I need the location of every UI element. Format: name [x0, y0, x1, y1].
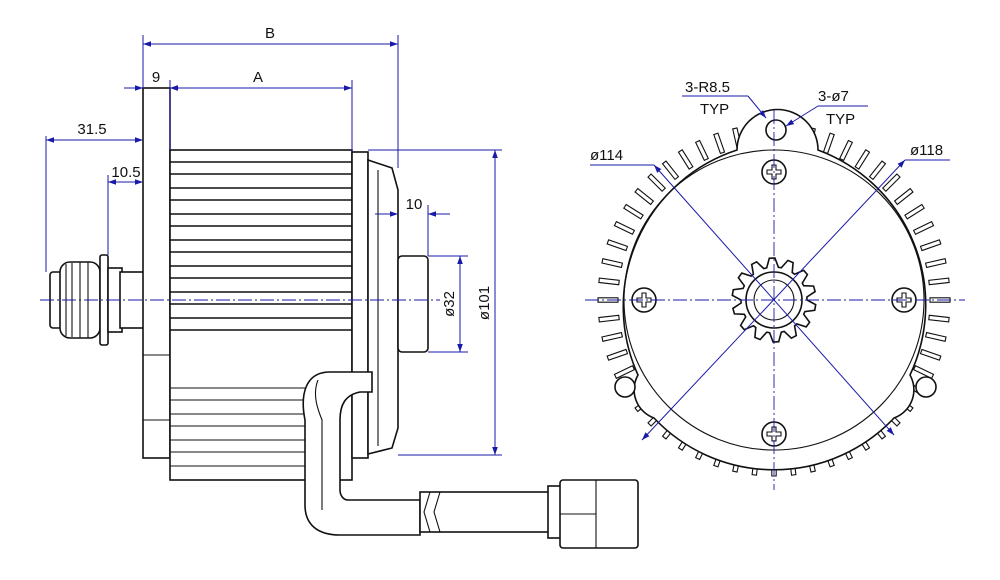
- mounting-flange: [142, 87, 171, 459]
- dimension-boss-diameter: ø32: [428, 255, 468, 353]
- cooling-fin: [822, 132, 835, 155]
- cooling-fin: [606, 348, 629, 361]
- cooling-fin: [613, 364, 636, 380]
- ear-radius-callout: 3-R8.5 TYP: [682, 79, 767, 119]
- cooling-fin: [597, 297, 619, 303]
- dimension-boss-diameter-label: ø32: [441, 291, 458, 317]
- end-view: ø114 ø118 3-R8.5 TYP 3-ø7 TYP: [585, 79, 965, 490]
- dimension-b: B: [142, 25, 399, 168]
- cooling-fin: [601, 331, 624, 342]
- cooling-fin: [924, 331, 947, 342]
- mounting-hole-left: [614, 376, 636, 398]
- ear-radius-label: 3-R8.5: [685, 79, 730, 96]
- cooling-fin: [598, 314, 620, 323]
- cooling-fin: [838, 139, 854, 162]
- mounting-hole-right: [915, 376, 937, 398]
- cooling-fin: [854, 149, 871, 170]
- dimension-b-label: B: [265, 25, 275, 42]
- hole-diameter-label: 3-ø7: [818, 88, 849, 105]
- dimension-boss-depth-label: 10: [406, 196, 423, 213]
- hole-note: TYP: [826, 111, 855, 128]
- outer-diameter-label: ø118: [910, 142, 943, 159]
- cooling-fin: [623, 203, 644, 220]
- dimension-flange: 9: [124, 69, 190, 91]
- cooling-fin: [924, 258, 947, 269]
- cooling-fin: [677, 149, 694, 170]
- dimension-flange-label: 9: [152, 69, 160, 86]
- dimension-shaft-step-label: 10.5: [111, 164, 140, 181]
- cooling-fin: [919, 239, 942, 252]
- power-cable: [302, 371, 639, 549]
- dimension-shaft-step: 10.5: [107, 164, 143, 255]
- dimension-body-diameter: ø101: [368, 149, 502, 456]
- cooling-fin: [893, 187, 914, 206]
- cooling-fin: [713, 132, 726, 155]
- dimension-boss-depth: 10: [375, 196, 450, 256]
- cooling-fin: [694, 139, 710, 162]
- cooling-fin: [606, 239, 629, 252]
- ear-radius-note: TYP: [700, 101, 729, 118]
- cooling-fin: [904, 203, 925, 220]
- cooling-fin: [601, 258, 624, 269]
- dimension-a: A: [169, 69, 353, 152]
- cooling-fin: [868, 160, 887, 181]
- hole-diameter-callout: 3-ø7 TYP: [785, 88, 868, 128]
- dimension-a-label: A: [253, 69, 263, 86]
- mounting-hole-top: [765, 119, 787, 141]
- rear-end-cap: [367, 158, 429, 456]
- inner-diameter-label: ø114: [590, 147, 623, 164]
- dimension-shaft: 31.5: [45, 121, 143, 272]
- cooling-fin: [912, 364, 935, 380]
- leader-outer-diameter: [641, 159, 906, 441]
- cooling-fin: [647, 173, 667, 193]
- cooling-fin: [928, 314, 950, 323]
- cooling-fin: [598, 277, 620, 286]
- cooling-fin: [634, 187, 655, 206]
- dimension-shaft-label: 31.5: [77, 121, 106, 138]
- cooling-fin: [929, 297, 951, 303]
- cooling-fin: [928, 277, 950, 286]
- cooling-fin: [613, 220, 636, 236]
- cooling-fin: [912, 220, 935, 236]
- side-view: B A 9 31.5 10.5: [40, 25, 639, 549]
- cooling-fin: [881, 173, 901, 193]
- dimension-body-diameter-label: ø101: [476, 286, 493, 320]
- cooling-fin: [919, 348, 942, 361]
